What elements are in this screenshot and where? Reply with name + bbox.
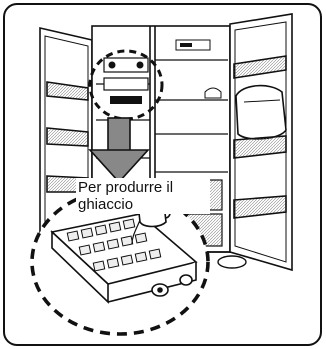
ice-maker-callout: Per produrre il ghiaccio (76, 178, 210, 214)
callout-line-2: ghiaccio (78, 196, 208, 213)
right-door (230, 14, 292, 270)
callout-line-1: Per produrre il (78, 179, 208, 196)
